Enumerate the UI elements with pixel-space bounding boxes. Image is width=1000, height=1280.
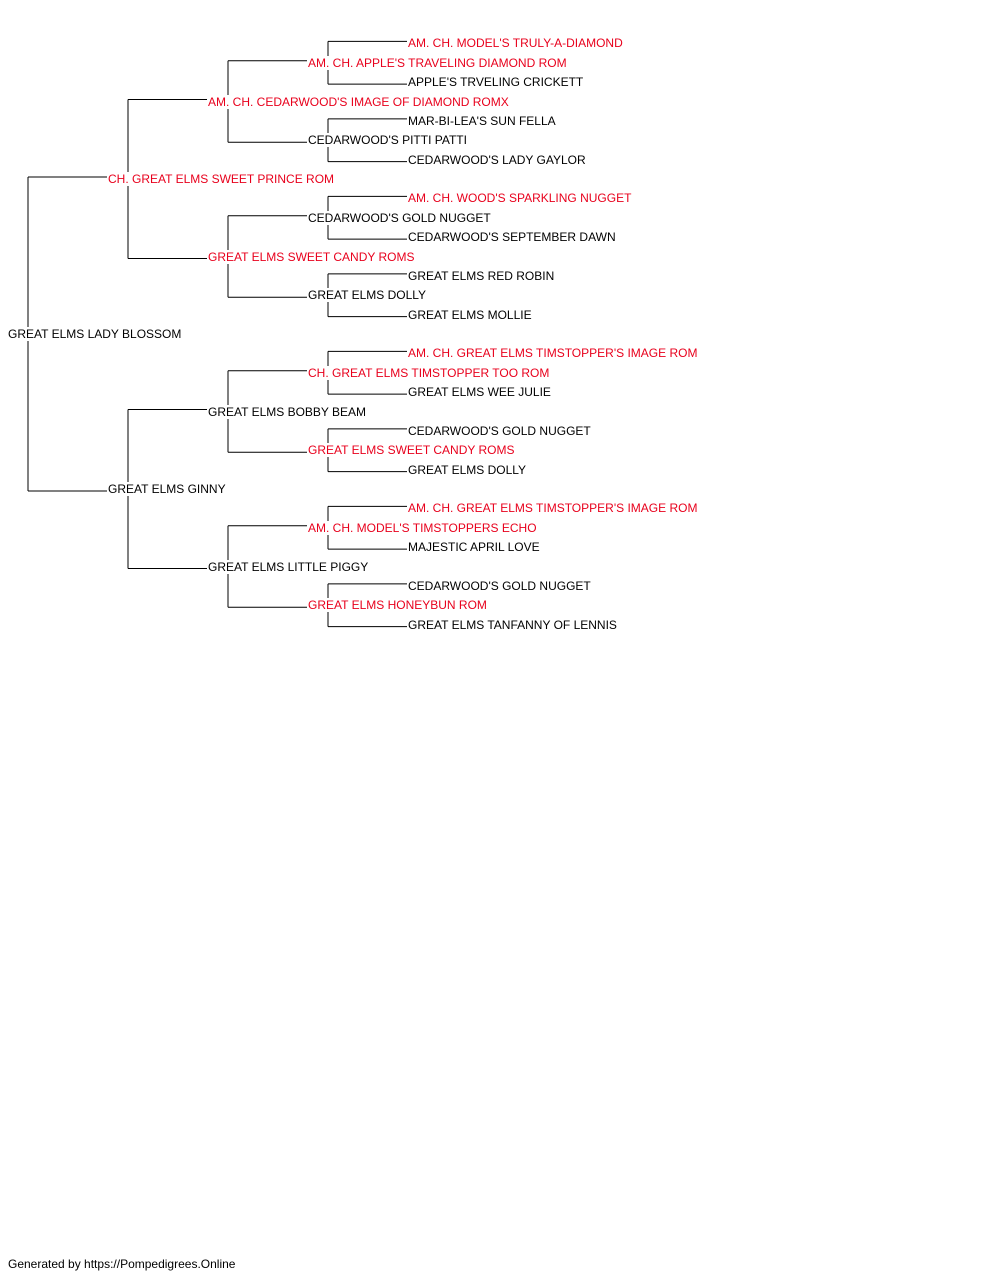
pedigree-ancestor: CEDARWOOD'S GOLD NUGGET — [407, 578, 592, 593]
pedigree-ancestor: GREAT ELMS LITTLE PIGGY — [207, 559, 370, 574]
pedigree-ancestor: CH. GREAT ELMS TIMSTOPPER TOO ROM — [307, 365, 551, 380]
pedigree-ancestor: APPLE'S TRVELING CRICKETT — [407, 75, 585, 90]
pedigree-ancestor: AM. CH. CEDARWOOD'S IMAGE OF DIAMOND ROM… — [207, 94, 510, 109]
pedigree-ancestor: CEDARWOOD'S LADY GAYLOR — [407, 152, 587, 167]
pedigree-ancestor: MAJESTIC APRIL LOVE — [407, 540, 541, 555]
pedigree-ancestor: CEDARWOOD'S GOLD NUGGET — [307, 210, 492, 225]
pedigree-ancestor: AM. CH. APPLE'S TRAVELING DIAMOND ROM — [307, 55, 568, 70]
pedigree-ancestor: CEDARWOOD'S PITTI PATTI — [307, 133, 468, 148]
pedigree-ancestor: GREAT ELMS RED ROBIN — [407, 268, 556, 283]
pedigree-ancestor: CEDARWOOD'S SEPTEMBER DAWN — [407, 230, 617, 245]
pedigree-subject: GREAT ELMS LADY BLOSSOM — [7, 327, 183, 341]
pedigree-ancestor: AM. CH. GREAT ELMS TIMSTOPPER'S IMAGE RO… — [407, 346, 699, 361]
pedigree-ancestor: GREAT ELMS WEE JULIE — [407, 385, 552, 400]
pedigree-ancestor: GREAT ELMS DOLLY — [307, 288, 428, 303]
pedigree-ancestor: GREAT ELMS BOBBY BEAM — [207, 404, 368, 419]
pedigree-ancestor: AM. CH. MODEL'S TRULY-A-DIAMOND — [407, 36, 624, 51]
pedigree-ancestor: GREAT ELMS GINNY — [107, 482, 227, 496]
pedigree-ancestor: GREAT ELMS TANFANNY OF LENNIS — [407, 617, 618, 632]
pedigree-ancestor: CEDARWOOD'S GOLD NUGGET — [407, 423, 592, 438]
pedigree-ancestor: AM. CH. WOOD'S SPARKLING NUGGET — [407, 191, 633, 206]
pedigree-ancestor: GREAT ELMS HONEYBUN ROM — [307, 598, 488, 613]
pedigree-ancestor: MAR-BI-LEA'S SUN FELLA — [407, 113, 557, 128]
pedigree-ancestor: GREAT ELMS DOLLY — [407, 462, 528, 477]
pedigree-ancestor: GREAT ELMS SWEET CANDY ROMS — [207, 249, 416, 264]
pedigree-ancestor: AM. CH. MODEL'S TIMSTOPPERS ECHO — [307, 520, 538, 535]
generated-by-footer: Generated by https://Pompedigrees.Online — [8, 1257, 236, 1271]
pedigree-ancestor: AM. CH. GREAT ELMS TIMSTOPPER'S IMAGE RO… — [407, 501, 699, 516]
pedigree-ancestor: CH. GREAT ELMS SWEET PRINCE ROM — [107, 172, 336, 186]
pedigree-ancestor: GREAT ELMS SWEET CANDY ROMS — [307, 443, 516, 458]
pedigree-ancestor: GREAT ELMS MOLLIE — [407, 307, 533, 322]
